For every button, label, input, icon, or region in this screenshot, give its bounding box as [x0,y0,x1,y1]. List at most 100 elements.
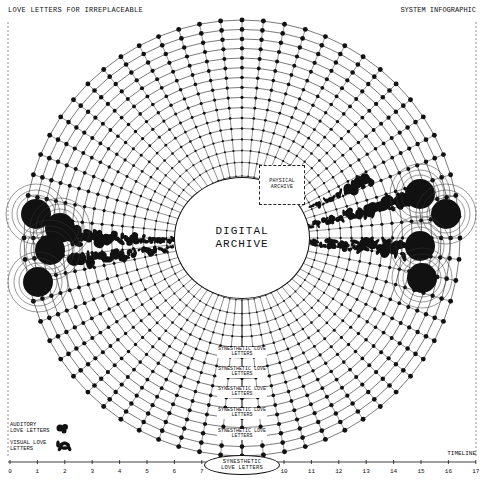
grid-dot [103,264,106,267]
grid-dot [58,181,62,185]
grid-dot [146,265,148,267]
grid-dot [281,371,284,374]
grid-dot [47,156,52,161]
grid-dot [302,328,304,330]
grid-spoke [260,29,305,178]
grid-dot [234,162,236,164]
grid-dot [78,103,83,108]
grid-dot [279,146,281,148]
grid-dot [141,52,146,57]
grid-dot [256,77,260,81]
grid-dot [296,305,298,307]
grid-dot [316,95,320,99]
grid-dot [394,362,398,366]
grid-dot [260,334,262,336]
grid-dot [56,334,61,339]
grid-dot [365,274,368,277]
grid-dot [216,153,218,155]
timeline-tick [284,460,285,464]
grid-dot [325,262,327,264]
sound-ring [19,263,57,301]
ellipse-node: SYNESTHETIC LOVE LETTERS [204,455,280,475]
grid-dot [356,409,361,414]
grid-dot [47,338,52,343]
grid-dot [275,122,278,125]
grid-dot [346,269,348,271]
grid-dot [77,187,81,191]
grid-dot [138,112,142,116]
grid-dot [319,428,324,433]
grid-dot [261,19,266,24]
grid-dot [222,57,226,61]
timeline-tick [10,460,11,464]
grid-dot [308,201,310,203]
grid-dot [386,356,390,360]
grid-dot [140,279,142,281]
grid-dot [340,170,343,173]
grid-dot [325,77,329,81]
grid-dot [197,22,202,27]
grid-dot [388,266,391,269]
grid-spoke [271,46,345,184]
grid-dot [167,222,169,224]
grid-dot [379,179,382,182]
visual-letter-blob [88,259,96,268]
grid-dot [212,307,214,309]
grid-dot [268,374,271,377]
grid-dot [441,319,446,324]
grid-spoke [41,155,185,215]
grid-dot [211,384,214,387]
grid-dot [311,307,313,309]
grid-dot [141,336,144,339]
grid-dot [347,180,350,183]
grid-dot [356,271,359,274]
grid-dot [319,43,324,48]
grid-dot [313,215,315,217]
grid-dot [270,384,273,387]
grid-dot [58,114,63,119]
grid-dot [394,190,398,194]
grid-dot [31,172,36,177]
grid-dot [197,380,200,383]
grid-dot [185,54,189,58]
grid-dot [448,299,453,304]
grid-dot [408,97,413,102]
grid-dot [325,395,329,399]
grid-dot [284,92,287,95]
grid-dot [96,193,99,196]
grid-dot [191,116,194,119]
grid-dot [124,409,129,414]
grid-dot [148,144,151,147]
sound-ring [427,195,465,233]
grid-dot [87,283,91,287]
grid-dot [90,156,94,160]
grid-dot [289,296,291,298]
timeline-number: 16 [445,469,452,476]
grid-dot [317,299,319,301]
grid-dot [130,191,133,194]
grid-dot [120,286,123,289]
grid-dot [188,184,190,186]
timeline-tick [174,460,175,464]
grid-dot [251,335,253,337]
grid-spoke [74,277,195,376]
grid-dot [241,106,244,109]
grid-ring [155,151,330,326]
grid-dot [387,383,392,388]
grid-dot [203,112,206,115]
grid-spoke [104,70,203,191]
grid-dot [311,369,314,372]
grid-dot [132,105,136,109]
grid-dot [194,390,198,394]
grid-dot [107,74,112,79]
grid-dot [219,165,221,167]
grid-dot [107,325,111,329]
grid-dot [294,366,297,369]
grid-dot [340,86,344,90]
grid-dot [364,303,367,306]
grid-dot [390,156,394,160]
grid-dot [222,140,224,142]
grid-dot [120,382,124,386]
grid-dot [171,402,175,406]
grid-dot [156,322,159,325]
